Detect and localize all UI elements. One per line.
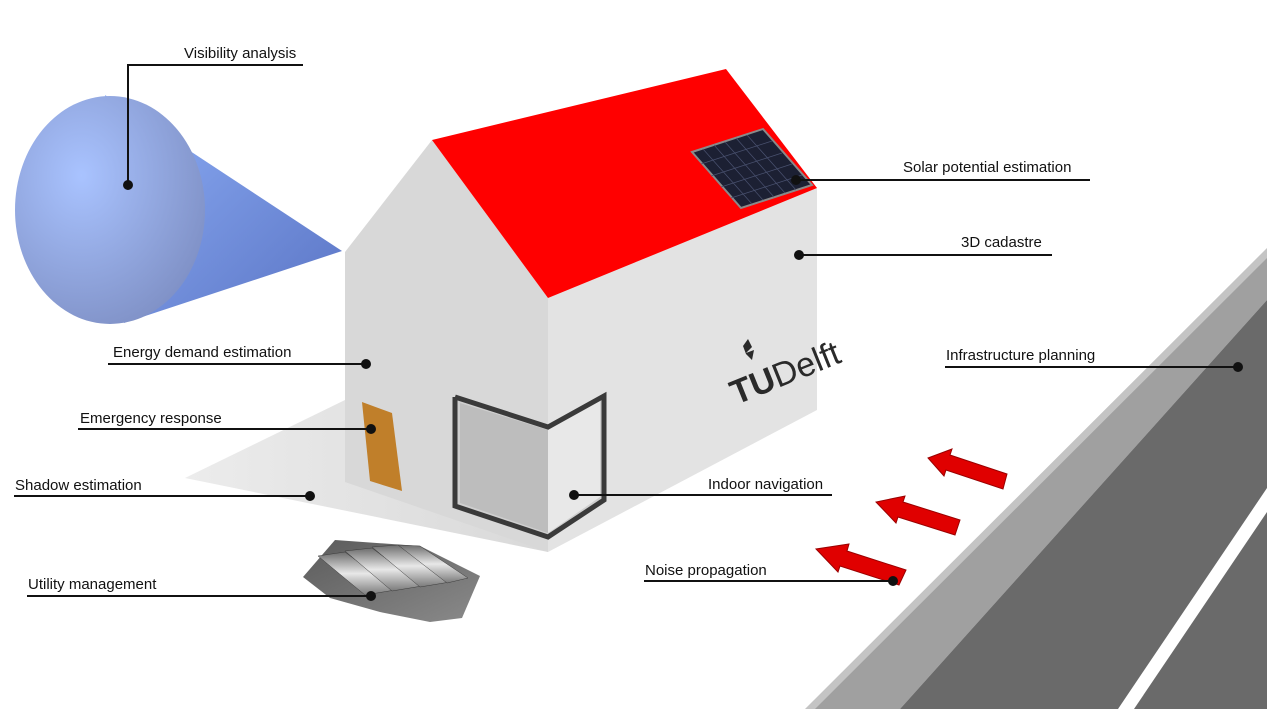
indoor-cutaway bbox=[452, 391, 607, 540]
label-energy-demand: Energy demand estimation bbox=[113, 344, 292, 361]
label-3d-cadastre: 3D cadastre bbox=[961, 234, 1042, 251]
label-utility-management: Utility management bbox=[28, 576, 157, 593]
house: TUDelft bbox=[345, 69, 846, 552]
dot-emergency bbox=[366, 424, 376, 434]
dot-infrastructure bbox=[1233, 362, 1243, 372]
road-curb-top bbox=[805, 248, 1267, 709]
road-lane-line bbox=[1118, 488, 1267, 709]
house-side-wall bbox=[548, 188, 817, 552]
label-emergency-response: Emergency response bbox=[80, 410, 222, 427]
dot-utility bbox=[366, 591, 376, 601]
dot-visibility bbox=[123, 180, 133, 190]
noise-arrow bbox=[927, 448, 1008, 490]
leader-lines bbox=[14, 64, 1238, 597]
solar-panel bbox=[690, 127, 814, 210]
road-surface bbox=[900, 300, 1267, 709]
house-roof bbox=[432, 69, 817, 298]
leader-dots bbox=[123, 175, 1243, 601]
label-infrastructure-planning: Infrastructure planning bbox=[946, 347, 1096, 364]
label-noise-propagation: Noise propagation bbox=[645, 562, 767, 579]
label-visibility-analysis: Visibility analysis bbox=[184, 45, 297, 62]
dot-shadow bbox=[305, 491, 315, 501]
label-solar-potential: Solar potential estimation bbox=[903, 159, 1072, 176]
cone-base bbox=[15, 96, 205, 324]
dot-energy bbox=[361, 359, 371, 369]
noise-arrow bbox=[875, 495, 961, 536]
visibility-cone bbox=[15, 95, 342, 324]
dot-noise bbox=[888, 576, 898, 586]
dot-cadastre bbox=[794, 250, 804, 260]
road bbox=[805, 248, 1267, 709]
label-shadow-estimation: Shadow estimation bbox=[15, 477, 142, 494]
noise-arrows bbox=[814, 448, 1008, 586]
flame-icon bbox=[743, 339, 754, 360]
dot-indoor bbox=[569, 490, 579, 500]
leader-visibility bbox=[127, 64, 303, 185]
label-indoor-navigation: Indoor navigation bbox=[708, 476, 824, 493]
utility-pipes bbox=[303, 540, 480, 622]
dot-solar bbox=[791, 175, 801, 185]
